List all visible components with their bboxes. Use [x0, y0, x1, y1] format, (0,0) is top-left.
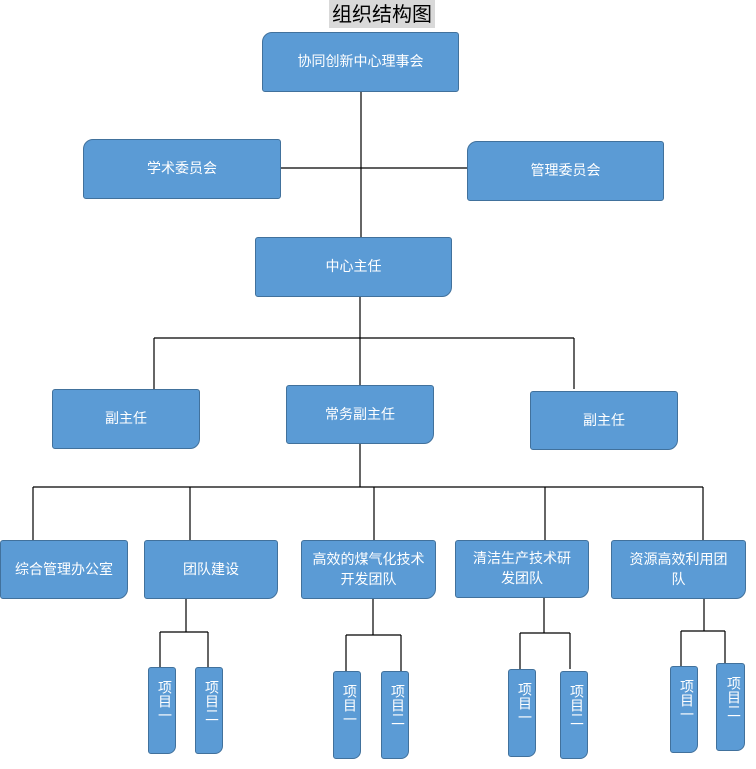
node-resource-utilization-team[interactable]: 资源高效利用团队: [611, 540, 746, 599]
node-general-office[interactable]: 综合管理办公室: [0, 540, 128, 599]
node-executive-deputy-director[interactable]: 常务副主任: [286, 385, 434, 444]
project-1-team-building[interactable]: 项目一: [148, 667, 176, 754]
project-2-clean-production[interactable]: 项目二: [560, 671, 588, 759]
chart-title: 组织结构图: [329, 0, 435, 28]
project-label: 项目二: [568, 684, 584, 726]
project-1-coal-gasification[interactable]: 项目一: [333, 671, 361, 759]
project-1-resource-utilization[interactable]: 项目一: [670, 666, 698, 753]
node-deputy-director-left[interactable]: 副主任: [52, 389, 200, 449]
project-label: 项目一: [516, 682, 532, 724]
project-label: 项目一: [678, 679, 694, 721]
node-clean-production-team[interactable]: 清洁生产技术研发团队: [455, 540, 589, 598]
project-2-coal-gasification[interactable]: 项目二: [381, 671, 409, 759]
project-label: 项目一: [341, 684, 357, 726]
project-label: 项目二: [389, 684, 405, 726]
project-1-clean-production[interactable]: 项目一: [508, 669, 536, 757]
node-academic-committee[interactable]: 学术委员会: [83, 139, 281, 199]
project-2-resource-utilization[interactable]: 项目二: [716, 663, 745, 751]
project-label: 项目一: [156, 680, 172, 722]
node-coal-gasification-team[interactable]: 高效的煤气化技术开发团队: [301, 540, 436, 599]
node-center-director[interactable]: 中心主任: [255, 237, 452, 297]
node-deputy-director-right[interactable]: 副主任: [530, 391, 678, 450]
project-label: 项目二: [203, 680, 219, 722]
node-management-committee[interactable]: 管理委员会: [467, 141, 664, 201]
node-team-building[interactable]: 团队建设: [144, 540, 278, 599]
project-2-team-building[interactable]: 项目二: [195, 667, 223, 754]
project-label: 项目二: [725, 676, 741, 718]
node-council[interactable]: 协同创新中心理事会: [262, 32, 459, 92]
